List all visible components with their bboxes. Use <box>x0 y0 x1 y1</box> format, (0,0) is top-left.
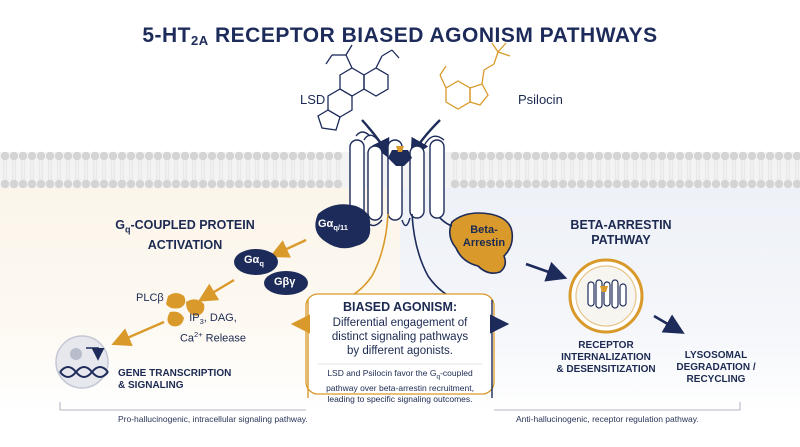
second-messengers-label: IP3, DAG, Ca2+ Release <box>179 312 247 345</box>
gq-pathway-header: Gq-COUPLED PROTEIN ACTIVATION <box>115 218 255 252</box>
g-beta-gamma-label: Gβγ <box>274 276 296 288</box>
biased-agonism-title: BIASED AGONISM: <box>342 300 458 314</box>
biased-agonism-note: LSD and Psilocin favor the Gq-coupled pa… <box>326 368 474 404</box>
gene-transcription-label: GENE TRANSCRIPTION& SIGNALING <box>118 368 232 391</box>
beta-arrestin-protein <box>448 212 514 274</box>
g-alpha-q-subunit <box>234 249 278 275</box>
plc-activation-arrow <box>197 278 235 302</box>
g-beta-gamma-subunit <box>264 271 308 295</box>
ligand-marker <box>396 146 404 152</box>
internalization-arrow <box>525 261 568 282</box>
psilocin-label: Psilocin <box>518 92 563 107</box>
page-title: 5-HT2A RECEPTOR BIASED AGONISM PATHWAYS <box>142 24 658 48</box>
g-alpha-q11-protein <box>315 204 371 249</box>
second-messenger-arrow <box>111 320 165 347</box>
receptor-internalization-label: RECEPTOR INTERNALIZATION & DESENSITIZATI… <box>556 340 656 375</box>
g-alpha-q11-label: Gαq/11 <box>318 218 348 233</box>
lysosomal-degradation-label: LYSOSOMAL DEGRADATION / RECYCLING <box>676 350 756 385</box>
biased-agonism-description: Differential engagement of distinct sign… <box>331 317 469 357</box>
biased-agonism-box <box>305 293 495 395</box>
left-pathway-footer: Pro-hallucinogenic, intracellular signal… <box>118 414 308 424</box>
lsd-molecule-structure <box>317 44 400 131</box>
beta-arrestin-label: Beta-Arrestin <box>462 224 506 249</box>
lsd-binding-arrow <box>361 119 390 159</box>
g-alpha-q-label: Gαq <box>244 254 264 269</box>
internalization-vesicle <box>568 258 644 334</box>
gq-activation-arrow <box>269 238 307 258</box>
degradation-arrow <box>653 314 685 334</box>
dna-nucleus-icon <box>55 335 109 389</box>
ligand-binding-pocket <box>388 150 412 166</box>
plc-beta-enzyme <box>166 293 205 327</box>
right-pathway-footer: Anti-hallucinogenic, receptor regulation… <box>516 414 699 424</box>
cell-membrane <box>0 151 800 189</box>
psilocin-molecule-structure <box>439 42 511 110</box>
lsd-label: LSD <box>300 92 326 107</box>
5ht2a-receptor <box>349 131 445 227</box>
plc-beta-label: PLCβ <box>136 292 164 304</box>
